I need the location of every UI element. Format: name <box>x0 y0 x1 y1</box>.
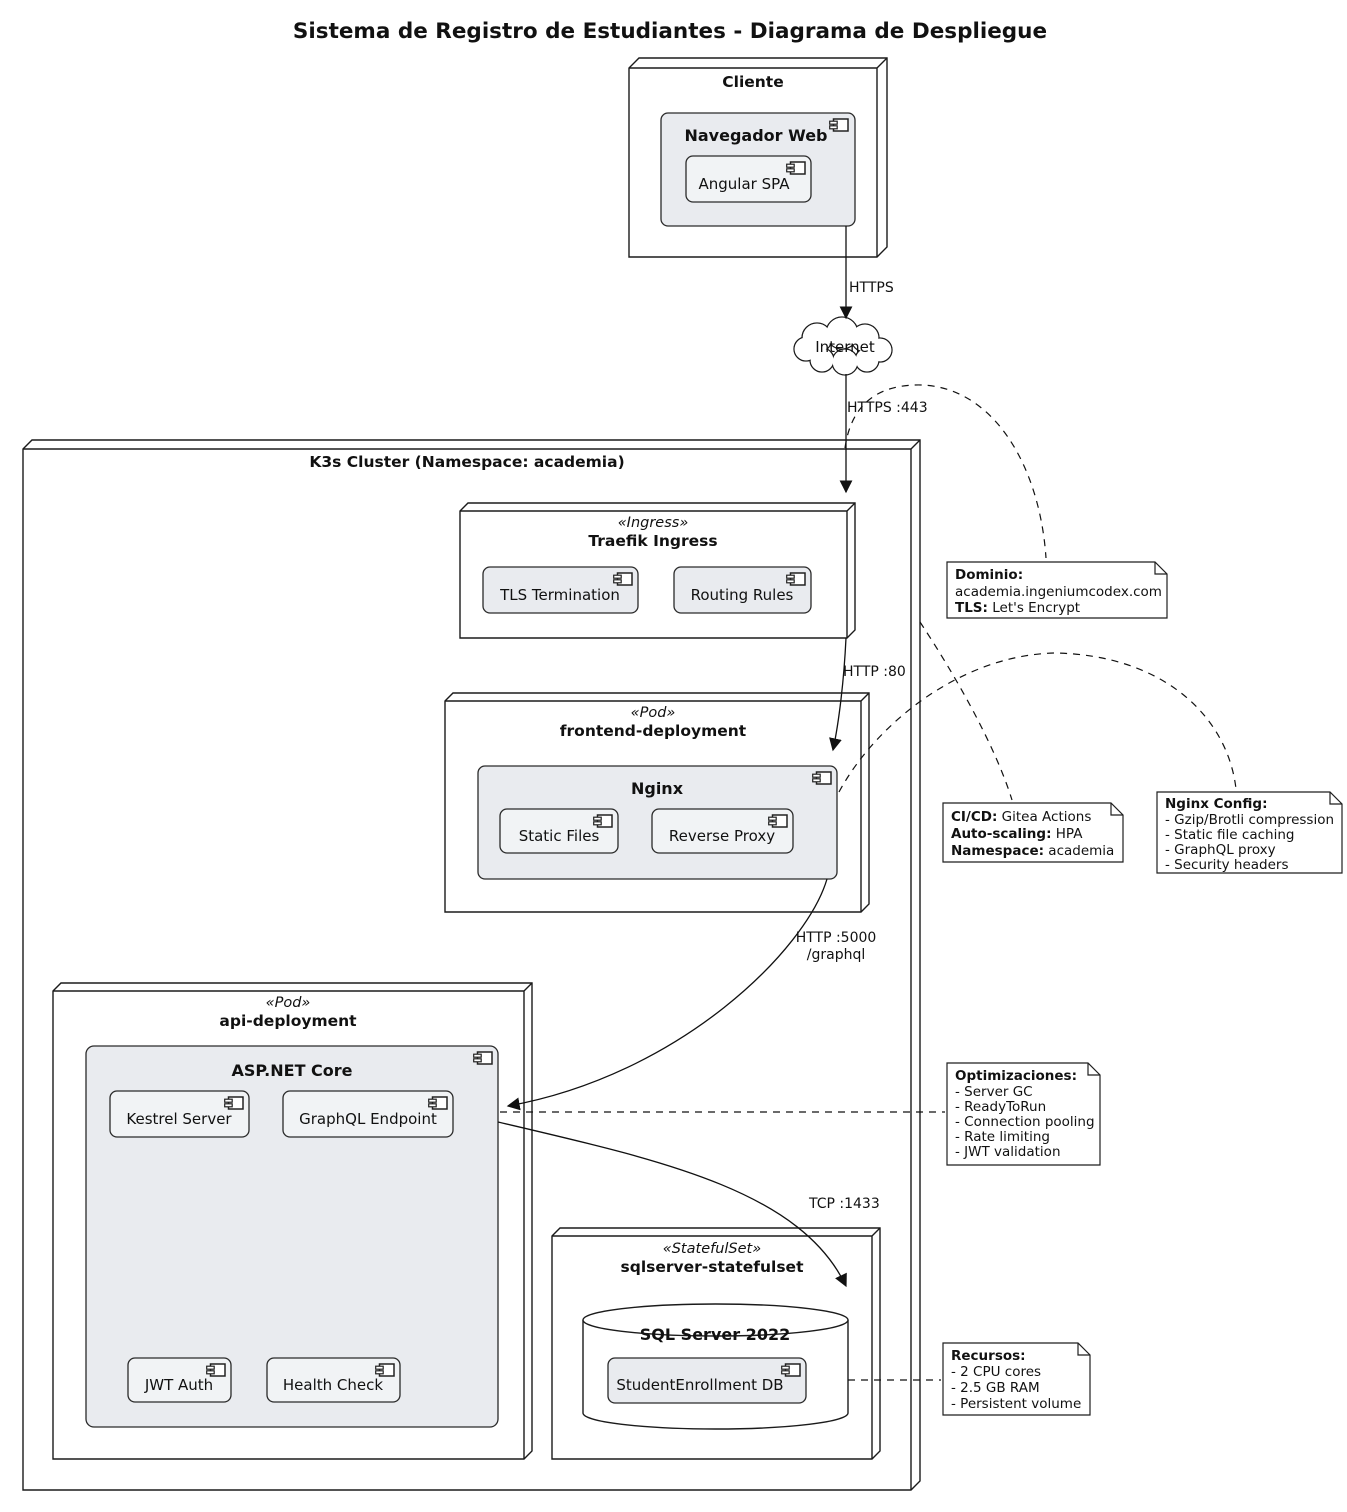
static-files-label: Static Files <box>519 827 600 845</box>
frontend-stereotype: «Pod» <box>631 705 676 721</box>
angular-spa-label: Angular SPA <box>699 175 791 193</box>
reverse-proxy-component <box>651 808 794 854</box>
dominio-note-domain: academia.ingeniumcodex.com <box>955 584 1162 600</box>
k3s-cluster-title: K3s Cluster (Namespace: academia) <box>309 453 624 471</box>
cliente-node: Cliente Navegador Web Angular SPA <box>628 57 888 258</box>
edge-nginx-aspnet <box>506 878 828 1111</box>
recursos-note: Recursos: - 2 CPU cores - 2.5 GB RAM - P… <box>942 1342 1091 1416</box>
traefik-stereotype: «Ingress» <box>618 515 689 531</box>
jwt-auth-component <box>127 1357 232 1403</box>
edge-traefik-nginx <box>829 637 847 752</box>
frontend-deployment-node: «Pod» frontend-deployment Nginx Static F… <box>444 692 870 913</box>
edge-aspnet-sql <box>497 1121 847 1288</box>
tls-termination-component <box>482 566 639 614</box>
nginx-config-item: - Static file caching <box>1165 827 1294 843</box>
dominio-note-title: Dominio: <box>955 567 1023 583</box>
routing-rules-component <box>673 566 812 614</box>
cicd-note-line3: Namespace: academia <box>951 843 1114 859</box>
sqlserver-statefulset-node: «StatefulSet» sqlserver-statefulset SQL … <box>551 1227 881 1460</box>
sql-server-database: SQL Server 2022 StudentEnrollment DB <box>582 1303 849 1430</box>
jwt-auth-label: JWT Auth <box>144 1376 213 1394</box>
graphql-endpoint-label: GraphQL Endpoint <box>299 1110 437 1128</box>
angular-spa-component <box>685 155 812 203</box>
studentenrollment-db-component <box>607 1357 807 1404</box>
connector-dominio-note <box>844 384 1047 559</box>
connector-cicd-note <box>919 621 1013 801</box>
tls-termination-label: TLS Termination <box>499 586 620 604</box>
recursos-item: - Persistent volume <box>951 1396 1081 1412</box>
frontend-title: frontend-deployment <box>560 722 747 740</box>
cicd-note: CI/CD: Gitea Actions Auto-scaling: HPA N… <box>942 802 1124 863</box>
optimizaciones-note: Optimizaciones: - Server GC - ReadyToRun… <box>946 1062 1101 1166</box>
edge-label-http5000: HTTP :5000 <box>796 930 877 946</box>
edge-label-graphql: /graphql <box>807 947 865 963</box>
nginx-config-item: - Gzip/Brotli compression <box>1165 812 1334 828</box>
nginx-config-note: Nginx Config: - Gzip/Brotli compression … <box>1156 791 1343 874</box>
optimizaciones-item: - Server GC <box>955 1084 1033 1100</box>
diagram-title: Sistema de Registro de Estudiantes - Dia… <box>293 19 1047 44</box>
edge-label-https443: HTTPS :443 <box>847 400 928 416</box>
sqlserver-title: sqlserver-statefulset <box>621 1258 805 1276</box>
traefik-title: Traefik Ingress <box>588 532 717 550</box>
studentenrollment-db-label: StudentEnrollment DB <box>616 1376 783 1394</box>
cliente-title: Cliente <box>722 73 783 91</box>
dominio-note: Dominio: academia.ingeniumcodex.com TLS:… <box>946 561 1168 619</box>
nginx-config-item: - GraphQL proxy <box>1165 842 1276 858</box>
navegador-web-label: Navegador Web <box>684 126 827 145</box>
edge-labels: HTTPS HTTPS :443 HTTP :80 HTTP :5000 /gr… <box>796 280 928 1212</box>
internet-cloud: Internet <box>793 316 893 376</box>
api-title: api-deployment <box>219 1012 357 1030</box>
nginx-config-item: - Security headers <box>1165 857 1288 873</box>
nginx-config-title: Nginx Config: <box>1165 796 1267 812</box>
nginx-label: Nginx <box>631 779 684 798</box>
static-files-component <box>499 808 619 854</box>
edge-label-tcp1433: TCP :1433 <box>808 1196 880 1212</box>
kestrel-server-component <box>109 1090 250 1138</box>
recursos-item: - 2.5 GB RAM <box>951 1380 1040 1396</box>
edge-label-https: HTTPS <box>849 280 894 296</box>
traefik-ingress-node: «Ingress» Traefik Ingress TLS Terminatio… <box>459 502 856 639</box>
optimizaciones-title: Optimizaciones: <box>955 1068 1077 1084</box>
cicd-note-line1: CI/CD: Gitea Actions <box>951 809 1091 825</box>
health-check-label: Health Check <box>283 1376 383 1394</box>
sqlserver-stereotype: «StatefulSet» <box>663 1241 761 1257</box>
internet-label: Internet <box>815 338 875 356</box>
connector-nginx-config-note <box>838 652 1237 793</box>
optimizaciones-item: - Connection pooling <box>955 1114 1095 1130</box>
kestrel-server-label: Kestrel Server <box>126 1110 232 1128</box>
cicd-note-line2: Auto-scaling: HPA <box>951 826 1083 842</box>
recursos-title: Recursos: <box>951 1348 1026 1364</box>
edge-label-http80: HTTP :80 <box>843 664 906 680</box>
optimizaciones-item: - JWT validation <box>955 1144 1061 1160</box>
dominio-note-tls: TLS: Let's Encrypt <box>955 600 1080 616</box>
api-deployment-node: «Pod» api-deployment ASP.NET Core Kestre… <box>52 982 533 1460</box>
graphql-endpoint-component <box>282 1090 454 1138</box>
health-check-component <box>266 1357 401 1403</box>
api-stereotype: «Pod» <box>266 995 311 1011</box>
sql-server-label: SQL Server 2022 <box>640 1325 790 1344</box>
optimizaciones-item: - ReadyToRun <box>955 1099 1046 1115</box>
edges <box>497 226 1237 1381</box>
aspnet-core-component <box>85 1045 499 1428</box>
recursos-item: - 2 CPU cores <box>951 1364 1041 1380</box>
reverse-proxy-label: Reverse Proxy <box>669 827 775 845</box>
routing-rules-label: Routing Rules <box>691 586 794 604</box>
aspnet-core-label: ASP.NET Core <box>231 1061 352 1080</box>
optimizaciones-item: - Rate limiting <box>955 1129 1050 1145</box>
